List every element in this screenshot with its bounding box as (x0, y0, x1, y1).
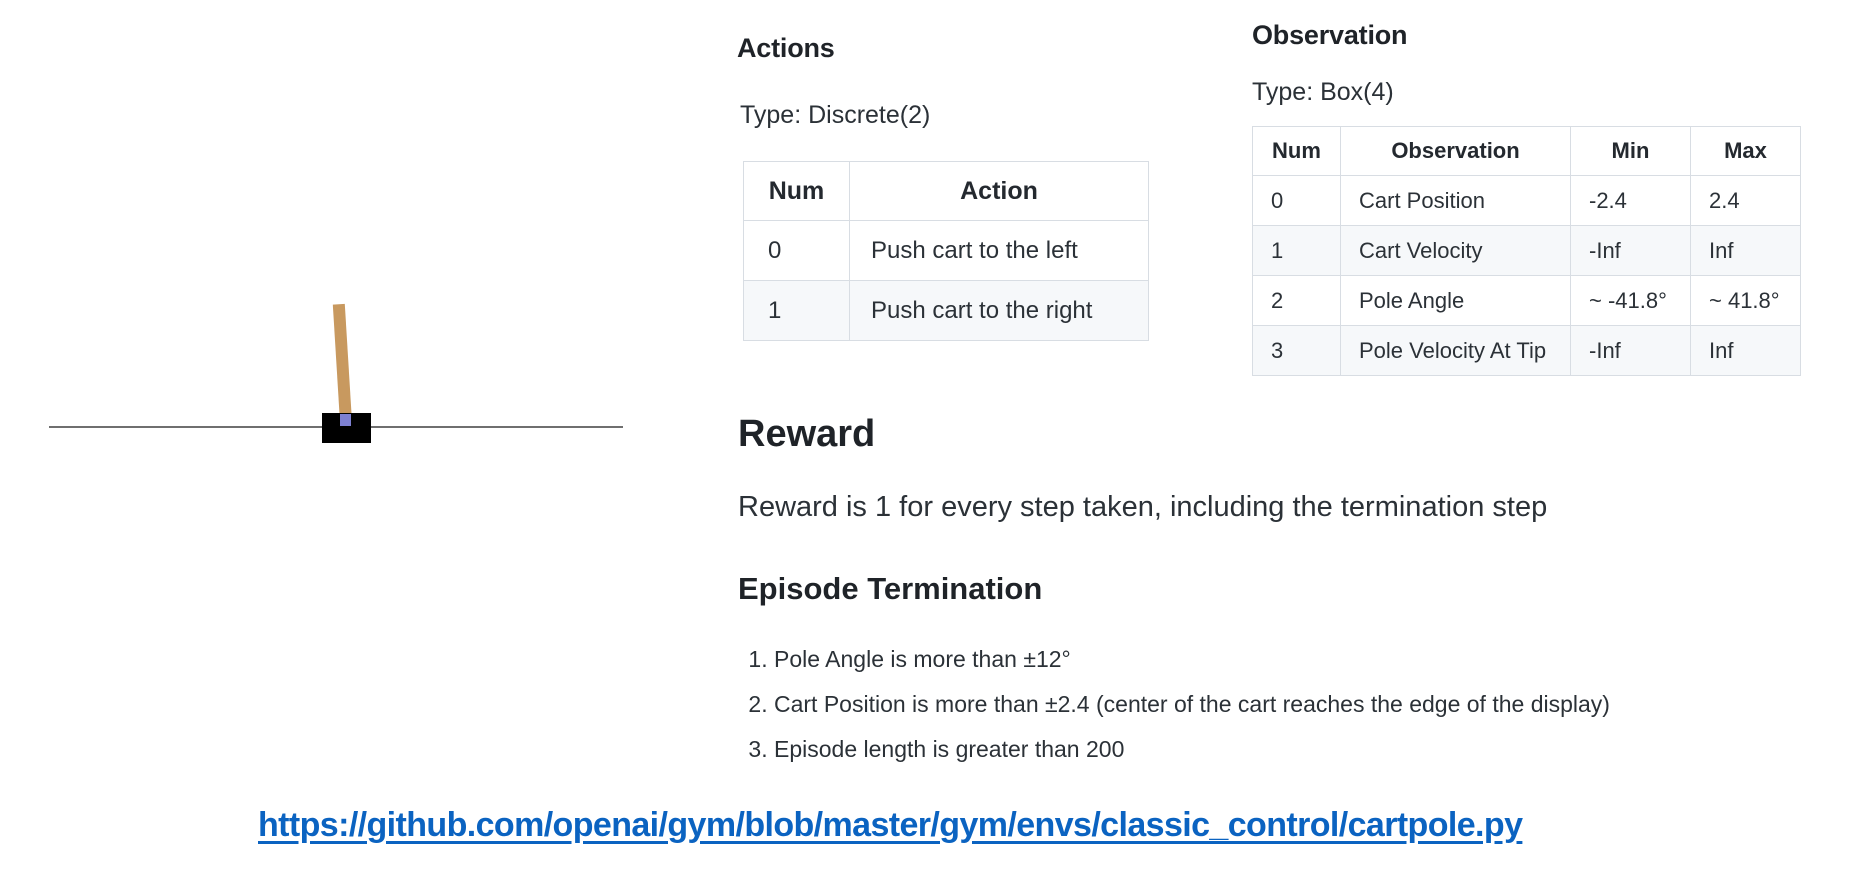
table-cell: 1 (1252, 225, 1341, 276)
table-cell: 0 (743, 220, 850, 281)
table-cell: -2.4 (1570, 175, 1691, 226)
column-header: Observation (1340, 126, 1571, 176)
list-item: Episode length is greater than 200 (774, 735, 1610, 764)
table-cell: -Inf (1570, 325, 1691, 376)
github-cartpole-link[interactable]: https://github.com/openai/gym/blob/maste… (258, 806, 1523, 844)
cartpole-axle (340, 414, 351, 426)
table-cell: -Inf (1570, 225, 1691, 276)
table-cell: Cart Position (1340, 175, 1571, 226)
table-cell: 1 (743, 280, 850, 341)
table-cell: 2 (1252, 275, 1341, 326)
table-cell: Inf (1690, 225, 1801, 276)
episode-termination-heading: Episode Termination (738, 571, 1043, 606)
column-header: Num (743, 161, 850, 221)
table-cell: 0 (1252, 175, 1341, 226)
table-cell: ~ 41.8° (1690, 275, 1801, 326)
column-header: Min (1570, 126, 1691, 176)
column-header: Num (1252, 126, 1341, 176)
table-cell: Cart Velocity (1340, 225, 1571, 276)
cartpole-pole (332, 303, 352, 423)
reward-heading: Reward (738, 413, 876, 455)
list-item: Pole Angle is more than ±12° (774, 645, 1610, 674)
episode-termination-list: Pole Angle is more than ±12° Cart Positio… (744, 645, 1610, 780)
table-cell: 3 (1252, 325, 1341, 376)
table-cell: Pole Angle (1340, 275, 1571, 326)
cartpole-render (0, 0, 740, 520)
table-cell: Push cart to the right (849, 280, 1149, 341)
actions-type-line: Type: Discrete(2) (740, 101, 931, 129)
table-cell: 2.4 (1690, 175, 1801, 226)
reward-body-text: Reward is 1 for every step taken, includ… (738, 491, 1548, 523)
column-header: Action (849, 161, 1149, 221)
observation-type-line: Type: Box(4) (1252, 78, 1394, 106)
table-cell: Push cart to the left (849, 220, 1149, 281)
actions-heading: Actions (737, 33, 835, 63)
table-cell: ~ -41.8° (1570, 275, 1691, 326)
column-header: Max (1690, 126, 1801, 176)
observation-heading: Observation (1252, 20, 1408, 50)
table-cell: Inf (1690, 325, 1801, 376)
table-cell: Pole Velocity At Tip (1340, 325, 1571, 376)
list-item: Cart Position is more than ±2.4 (center … (774, 690, 1610, 719)
